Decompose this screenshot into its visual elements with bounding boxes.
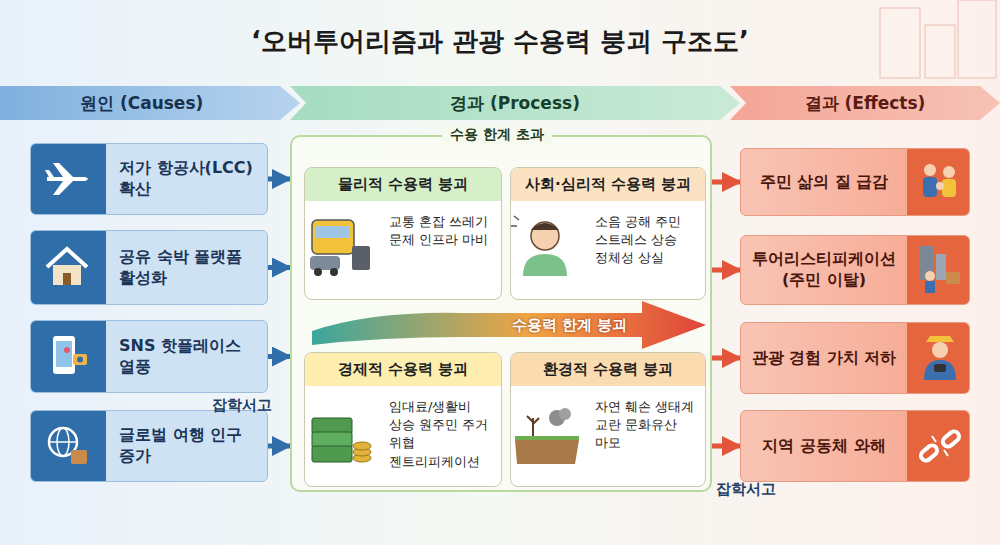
plane-icon bbox=[45, 163, 88, 195]
stressed-resident-icon bbox=[511, 216, 567, 276]
moving-out-icon bbox=[920, 246, 960, 293]
eroded-land-icon bbox=[515, 408, 579, 464]
node-heading: 경과 (Process) bbox=[450, 92, 580, 115]
node-heading: 저가 항공사(LCC) 확산 bbox=[119, 158, 259, 200]
arrow-body bbox=[312, 301, 706, 349]
skyline-decoration bbox=[880, 0, 996, 78]
cause-box: 공유 숙박 플랫폼 활성화 bbox=[30, 230, 268, 305]
node-heading: 수용력 한계 붕괴 bbox=[512, 301, 627, 349]
node-heading: 결과 (Effects) bbox=[805, 92, 926, 115]
flow-arrow bbox=[712, 180, 740, 185]
node-heading: 지역 공동체 와해 bbox=[762, 436, 885, 457]
cause-box: 글로벌 여행 인구 증가 bbox=[30, 410, 268, 482]
process-box: 환경적 수용력 붕괴자연 훼손 생태계 교란 문화유산 마모 bbox=[510, 352, 706, 487]
node-body: 임대료/생활비 상승 원주민 주거 위협 젠트리피케이션 bbox=[389, 398, 495, 471]
stage-band: 원인 (Causes) bbox=[0, 86, 300, 120]
house-icon bbox=[47, 249, 87, 285]
process-container: 수용 한계 초과물리적 수용력 붕괴교통 혼잡 쓰레기 문제 인프라 마비사회·… bbox=[290, 135, 712, 492]
node-body: 교통 혼잡 쓰레기 문제 인프라 마비 bbox=[389, 213, 495, 249]
node-body: 소음 공해 주민 스트레스 상승 정체성 상실 bbox=[595, 213, 699, 268]
node-heading: 물리적 수용력 붕괴 bbox=[305, 168, 501, 201]
node-heading: 투어리스티피케이션 (주민 이탈) bbox=[749, 249, 899, 291]
effect-box: 지역 공동체 와해 bbox=[740, 410, 970, 482]
process-box: 사회·심리적 수용력 붕괴소음 공해 주민 스트레스 상승 정체성 상실 bbox=[510, 167, 706, 300]
flow-arrow bbox=[268, 265, 290, 270]
broken-chain-icon bbox=[919, 429, 961, 462]
node-heading: 경제적 수용력 붕괴 bbox=[305, 353, 501, 386]
cause-box: 저가 항공사(LCC) 확산 bbox=[30, 143, 268, 215]
node-body: 자연 훼손 생태계 교란 문화유산 마모 bbox=[595, 398, 699, 453]
node-heading: 관광 경험 가치 저하 bbox=[752, 348, 897, 369]
stage-band: 결과 (Effects) bbox=[730, 86, 1000, 120]
watermark: 잡학서고 bbox=[212, 396, 272, 415]
node-heading: 공유 숙박 플랫폼 활성화 bbox=[119, 247, 259, 289]
stage-band: 경과 (Process) bbox=[290, 86, 740, 120]
flow-arrow bbox=[268, 177, 290, 182]
node-heading: 사회·심리적 수용력 붕괴 bbox=[511, 168, 705, 201]
node-heading: 환경적 수용력 붕괴 bbox=[511, 353, 705, 386]
node-heading: 수용 한계 초과 bbox=[442, 126, 552, 144]
flow-arrow bbox=[268, 444, 290, 449]
cause-box: SNS 핫플레이스 열풍 bbox=[30, 320, 268, 393]
node-heading: 글로벌 여행 인구 증가 bbox=[119, 425, 259, 467]
process-box: 경제적 수용력 붕괴임대료/생활비 상승 원주민 주거 위협 젠트리피케이션 bbox=[304, 352, 502, 487]
node-heading: SNS 핫플레이스 열풍 bbox=[119, 336, 259, 378]
globe-icon bbox=[49, 428, 87, 464]
traffic-icon bbox=[310, 220, 370, 276]
node-heading: 주민 삶의 질 급감 bbox=[760, 172, 889, 193]
tourist-icon bbox=[924, 336, 956, 380]
arrow-shape bbox=[312, 301, 706, 349]
node-heading: 원인 (Causes) bbox=[80, 92, 203, 115]
flow-arrow bbox=[712, 268, 740, 273]
flow-arrow bbox=[712, 356, 740, 361]
money-icon bbox=[312, 418, 371, 462]
effect-box: 관광 경험 가치 저하 bbox=[740, 322, 970, 394]
phone-icon bbox=[53, 336, 87, 374]
process-box: 물리적 수용력 붕괴교통 혼잡 쓰레기 문제 인프라 마비 bbox=[304, 167, 502, 300]
flow-arrow bbox=[268, 354, 290, 359]
collapse-arrow: 수용력 한계 붕괴 bbox=[312, 301, 706, 349]
effect-box: 주민 삶의 질 급감 bbox=[740, 148, 970, 216]
flow-arrow bbox=[712, 444, 740, 449]
effect-box: 투어리스티피케이션 (주민 이탈) bbox=[740, 235, 970, 305]
family-icon bbox=[923, 164, 956, 197]
watermark: 잡학서고 bbox=[716, 480, 776, 499]
diagram-title: ‘오버투어리즘과 관광 수용력 붕괴 구조도’ bbox=[0, 24, 1000, 59]
